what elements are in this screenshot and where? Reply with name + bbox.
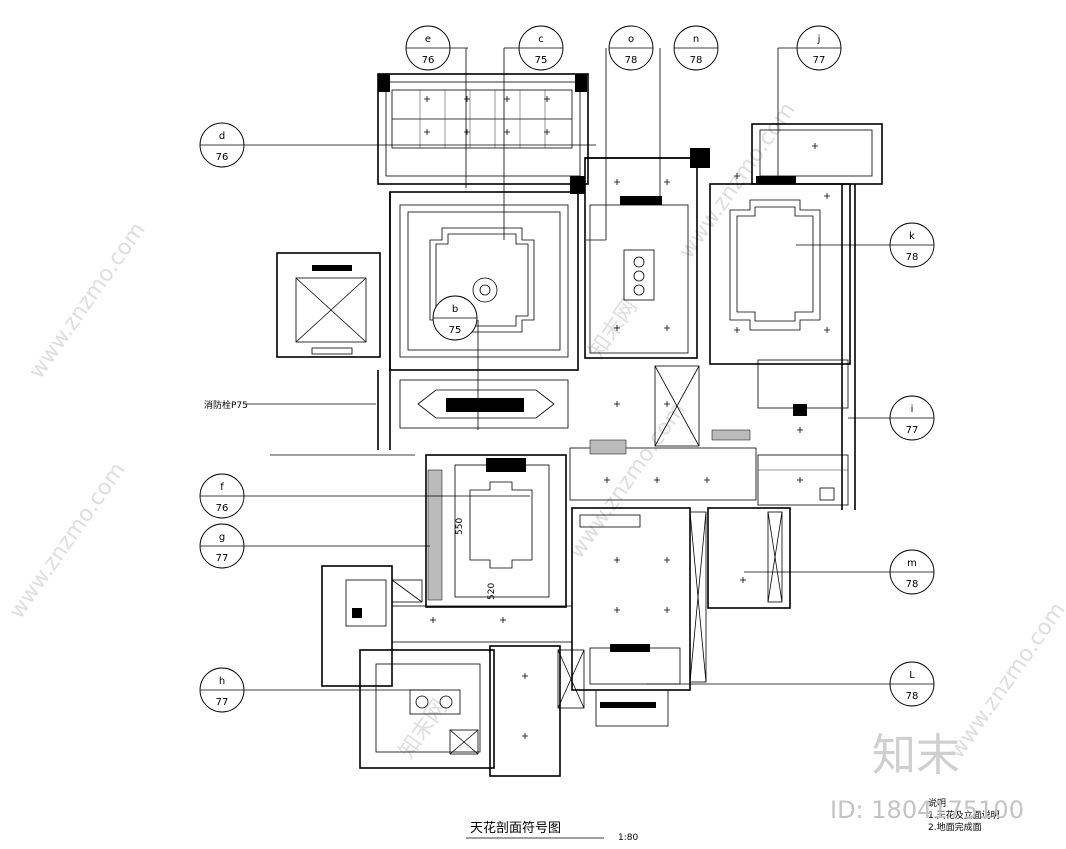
section-tag-b: b 75 xyxy=(432,295,479,430)
drawing-scale: 1:80 xyxy=(618,833,638,843)
tag-sheet: 78 xyxy=(906,691,919,702)
tag-letter: o xyxy=(628,34,634,45)
tag-sheet: 78 xyxy=(906,579,919,590)
dimension-label: 550 xyxy=(455,518,465,535)
section-tag-l: L 78 xyxy=(646,661,935,707)
note-line: 1.天花及立面说明 xyxy=(928,809,1000,821)
tag-letter: k xyxy=(909,231,915,242)
image-id-label: ID: 1804175100 xyxy=(830,796,1024,824)
tag-sheet: 78 xyxy=(625,55,638,66)
tag-sheet: 77 xyxy=(216,697,229,708)
section-tag-h: h 77 xyxy=(199,667,440,713)
section-tag-f: f 76 xyxy=(199,473,530,519)
section-tag-j: j 77 xyxy=(777,25,842,176)
tag-sheet: 77 xyxy=(813,55,826,66)
watermark-text: www.znzmo.com xyxy=(564,398,690,563)
znzmo-logo: 知末 xyxy=(872,730,960,781)
tag-letter: h xyxy=(219,676,225,687)
tag-sheet: 76 xyxy=(216,152,229,163)
tag-sheet: 77 xyxy=(216,553,229,564)
section-tag-k: k 78 xyxy=(796,222,935,268)
tag-sheet: 76 xyxy=(422,55,435,66)
tag-sheet: 78 xyxy=(690,55,703,66)
tag-sheet: 76 xyxy=(216,503,229,514)
dimension-label: 520 xyxy=(487,583,497,600)
tag-letter: d xyxy=(219,131,225,142)
tag-sheet: 77 xyxy=(906,425,919,436)
section-tag-o: o 78 xyxy=(586,25,654,241)
tag-letter: g xyxy=(219,532,225,543)
tag-letter: f xyxy=(220,482,224,493)
section-tag-d: d 76 xyxy=(199,122,596,168)
section-tag-g: g 77 xyxy=(199,523,430,569)
tag-letter: j xyxy=(817,34,821,45)
downlights xyxy=(424,96,830,739)
section-tag-m: m 78 xyxy=(744,549,935,595)
drawing-notes: 说明 1.天花及立面说明 2.地面完成面 xyxy=(928,797,1000,833)
note-line: 2.地面完成面 xyxy=(928,821,982,833)
tag-sheet: 78 xyxy=(906,252,919,263)
tag-letter: e xyxy=(425,34,431,45)
tag-sheet: 75 xyxy=(535,55,548,66)
tag-sheet: 75 xyxy=(449,325,462,336)
section-tag-i: i 77 xyxy=(848,395,935,441)
tag-letter: n xyxy=(693,34,699,45)
section-tag-e: e 76 xyxy=(405,25,468,188)
section-tag-n: n 78 xyxy=(659,25,719,200)
note-line: 说明 xyxy=(928,797,946,809)
tag-letter: c xyxy=(538,34,544,45)
watermark-text: www.znzmo.com xyxy=(4,458,130,623)
walls xyxy=(270,73,883,777)
tag-letter: L xyxy=(909,670,915,681)
drawing-title: 天花剖面符号图 xyxy=(470,820,561,836)
tag-letter: i xyxy=(911,404,914,415)
fire-hydrant-label: 消防栓P75 xyxy=(204,399,248,411)
tag-letter: m xyxy=(907,558,917,569)
section-tag-c: c 75 xyxy=(503,25,564,240)
tag-letter: b xyxy=(452,304,458,315)
watermark-text: www.znzmo.com xyxy=(24,218,150,383)
title-block: 天花剖面符号图 1:80 xyxy=(466,820,638,843)
watermark-text: www.znzmo.com xyxy=(944,598,1066,763)
watermark-brand: 知末网 xyxy=(394,695,452,763)
